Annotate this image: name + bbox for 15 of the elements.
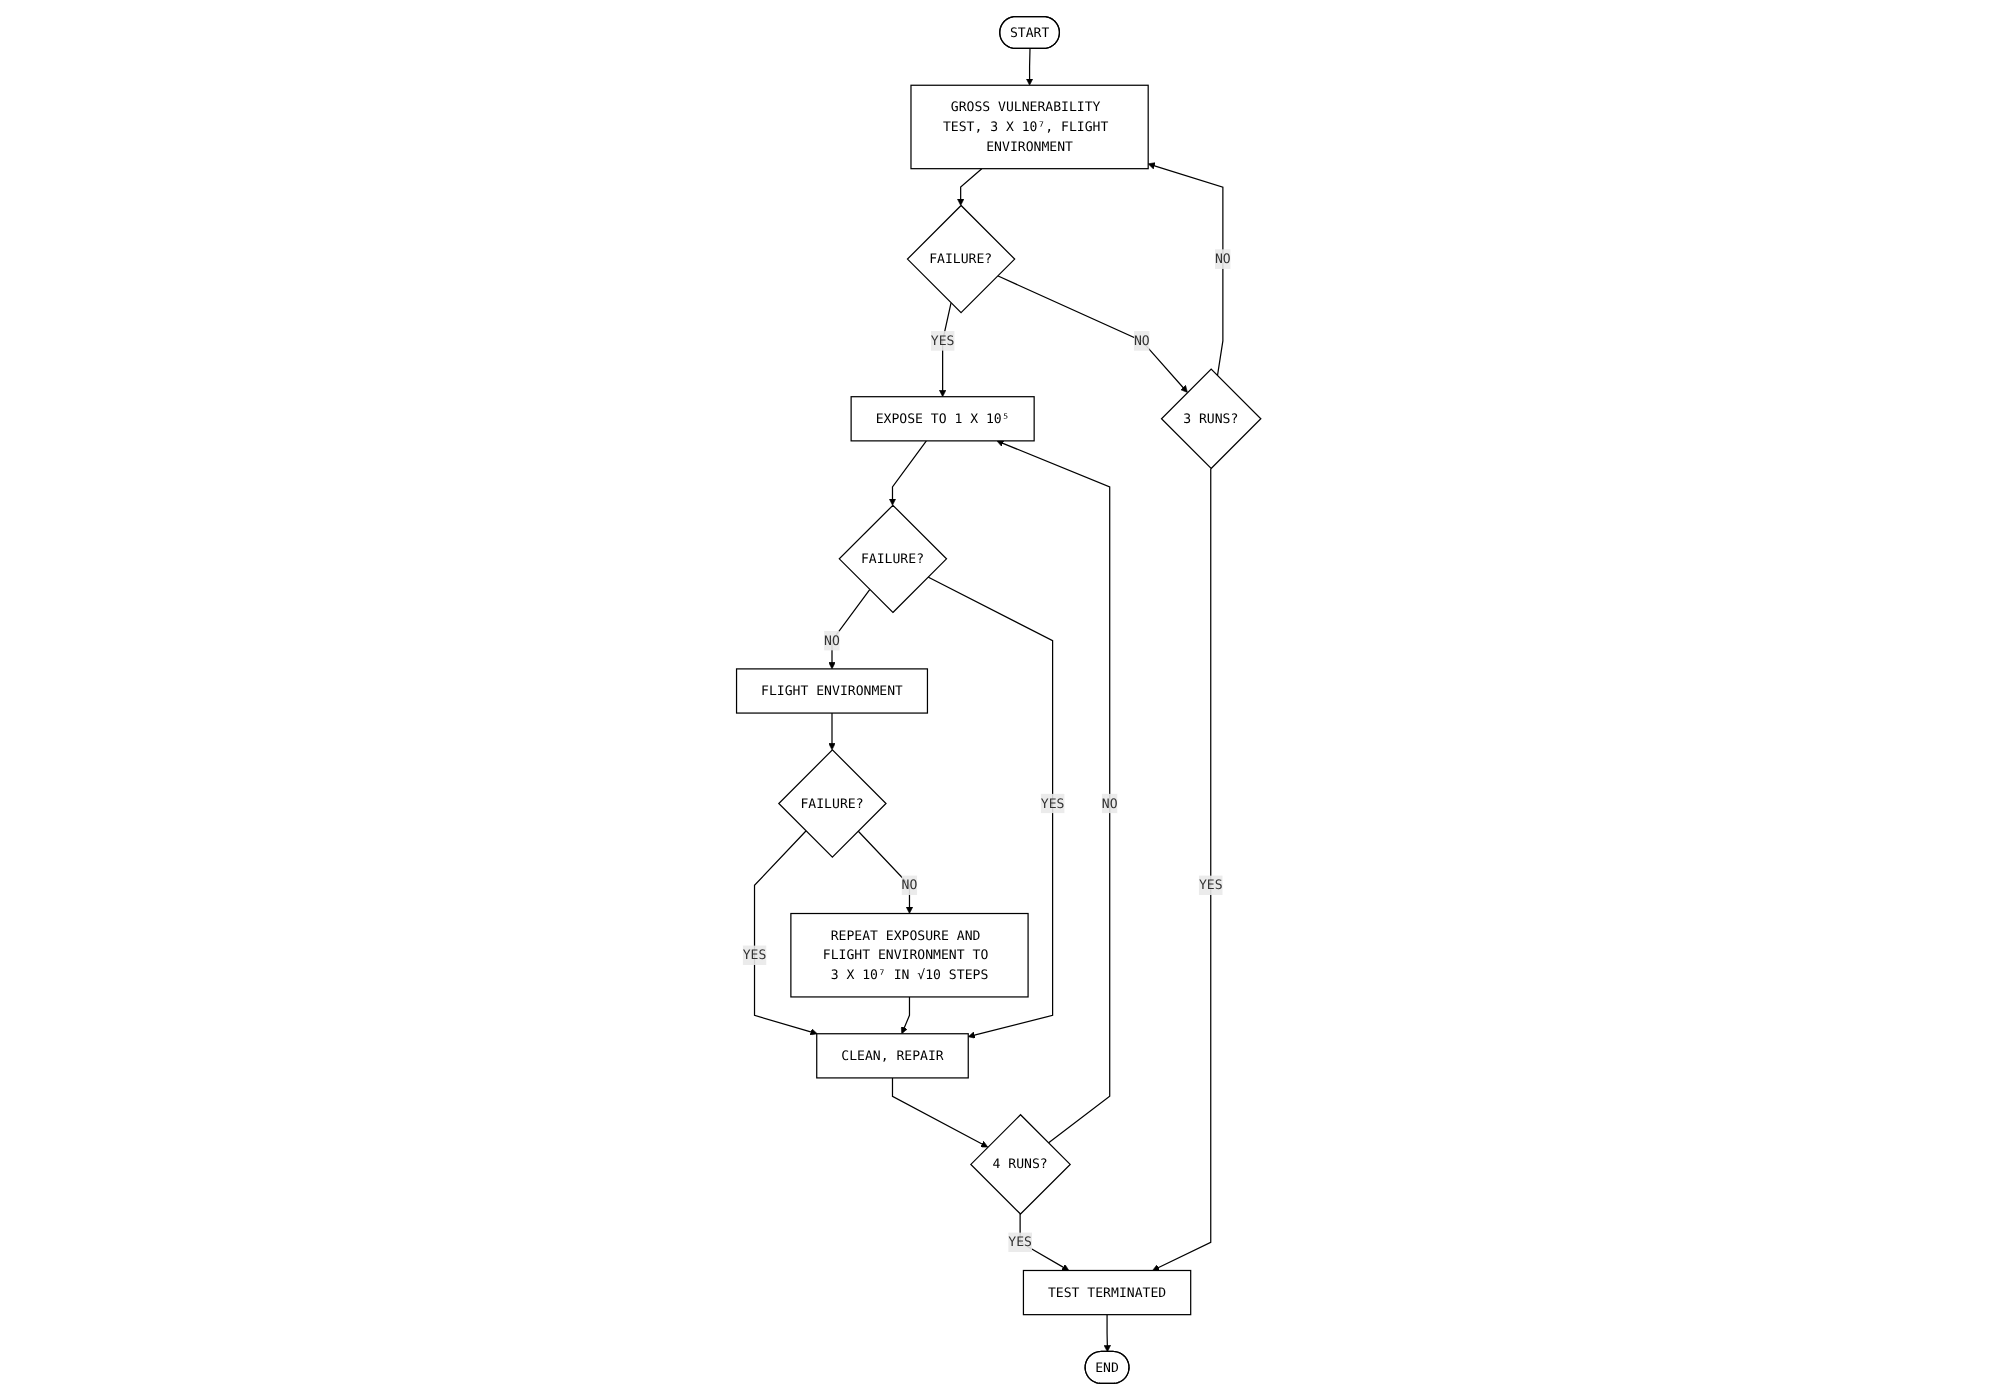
arrow [827,588,870,669]
arrow [900,995,910,1034]
arrow [996,274,1188,392]
arrow [1025,47,1033,85]
arrow [956,167,982,205]
arrow [926,575,1053,1038]
arrow [1103,1313,1111,1352]
arrow [827,711,835,750]
arrow [938,301,951,397]
arrow [1151,466,1211,1270]
arrow [891,1076,988,1147]
arrow [888,439,927,505]
arrow [753,829,817,1035]
arrow [1147,161,1223,376]
arrow [995,439,1110,1143]
